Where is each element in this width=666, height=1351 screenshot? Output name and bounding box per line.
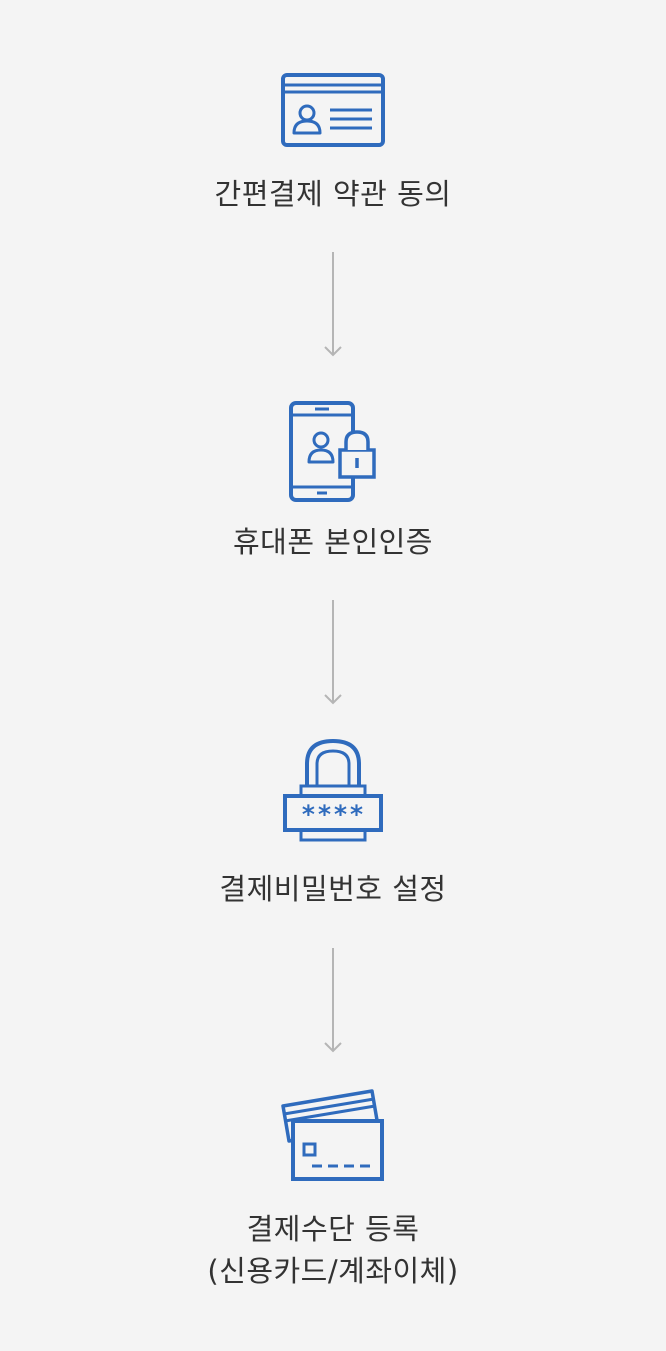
step-4-label-line1: 결제수단 등록 bbox=[246, 1212, 420, 1246]
id-card-icon bbox=[281, 73, 385, 147]
step-1-icon-wrap bbox=[0, 72, 666, 148]
step-2-label: 휴대폰 본인인증 bbox=[233, 525, 433, 559]
step-4-label-line2: (신용카드/계좌이체) bbox=[207, 1254, 459, 1288]
phone-lock-icon bbox=[289, 401, 376, 502]
arrow-down-icon bbox=[324, 252, 342, 357]
arrow-down-icon bbox=[324, 948, 342, 1053]
step-4-icon-wrap bbox=[0, 1086, 666, 1182]
step-3-icon-wrap: **** bbox=[0, 738, 666, 844]
step-2-icon-wrap bbox=[0, 400, 666, 504]
step-3-label: 결제비밀번호 설정 bbox=[219, 872, 447, 906]
password-lock-icon: **** bbox=[283, 738, 383, 842]
credit-cards-icon bbox=[281, 1089, 384, 1181]
arrow-down-icon bbox=[324, 600, 342, 705]
password-mask: **** bbox=[301, 800, 365, 829]
step-1-label: 간편결제 약관 동의 bbox=[214, 177, 452, 211]
